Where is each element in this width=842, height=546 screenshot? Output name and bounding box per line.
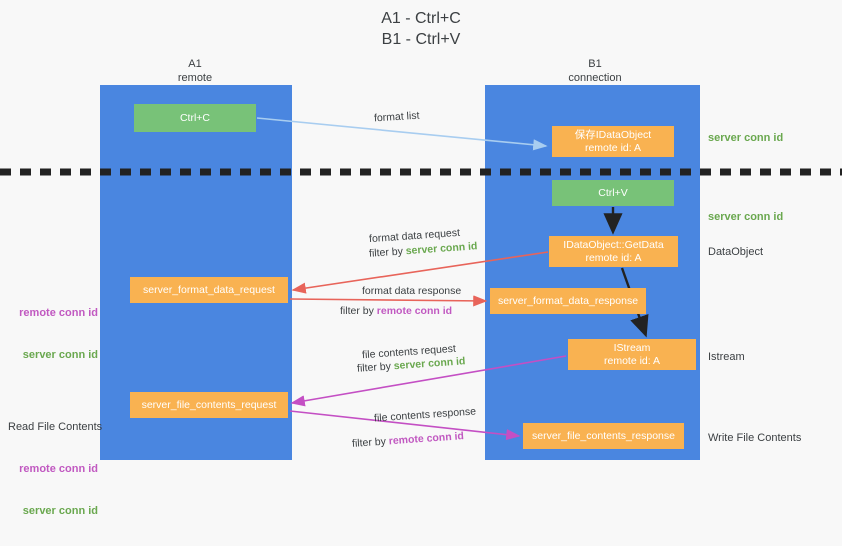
box-server-file-contents-response[interactable]: server_file_contents_response [523, 423, 684, 449]
note-write-file-contents: Write File Contents [708, 432, 802, 444]
filter-prefix: filter by [356, 360, 395, 375]
box-istream[interactable]: IStream remote id: A [568, 339, 696, 370]
filter-value-remote-conn-id: remote conn id [376, 305, 453, 317]
arrow-format-data-response [289, 295, 488, 307]
box-server-format-data-response[interactable]: server_format_data_response [490, 288, 646, 314]
filter-prefix: filter by [368, 245, 407, 260]
box-server-format-data-request[interactable]: server_format_data_request [130, 277, 288, 303]
note-server-conn-id: server conn id [22, 349, 98, 361]
diagram-canvas: A1 - Ctrl+C B1 - Ctrl+V A1 remote B1 con… [0, 10, 842, 517]
page-title: A1 - Ctrl+C B1 - Ctrl+V [381, 10, 461, 48]
column-header-a1: A1 remote [177, 58, 213, 84]
label-format-data-response: format data response [362, 285, 462, 297]
note-server-conn-id: server conn id [22, 505, 98, 517]
filter-prefix: filter by [351, 435, 390, 450]
filter-value-remote-conn-id: remote conn id [388, 430, 465, 448]
note-read-file-contents: Read File Contents [8, 421, 103, 433]
label-file-contents-response-filter: filter by remote conn id [352, 430, 465, 451]
box-ctrl-c[interactable]: Ctrl+C [134, 104, 256, 132]
note-server-conn-id-1: server conn id [708, 132, 784, 144]
label-format-list: format list [373, 109, 420, 125]
label-format-data-response-filter: filter by remote conn id [340, 305, 452, 318]
note-remote-conn-id: remote conn id [19, 463, 98, 475]
label-file-contents-response: file contents response [373, 405, 477, 425]
box-idataobject-getdata[interactable]: IDataObject::GetData remote id: A [549, 236, 678, 267]
note-dataobject: DataObject [708, 246, 764, 258]
note-istream: Istream [708, 351, 745, 363]
box-ctrl-v[interactable]: Ctrl+V [552, 180, 674, 206]
box-server-file-contents-request[interactable]: server_file_contents_request [130, 392, 288, 418]
note-conn-id-group-2: Read File Contents remote conn id server… [8, 392, 103, 546]
filter-prefix: filter by [340, 305, 377, 317]
note-server-conn-id-2: server conn id [708, 211, 784, 223]
column-header-b1: B1 connection [568, 58, 622, 84]
note-conn-id-group-1: remote conn id server conn id [8, 278, 98, 390]
note-remote-conn-id: remote conn id [19, 307, 98, 319]
box-save-idataobject[interactable]: 保存IDataObject remote id: A [552, 126, 674, 157]
